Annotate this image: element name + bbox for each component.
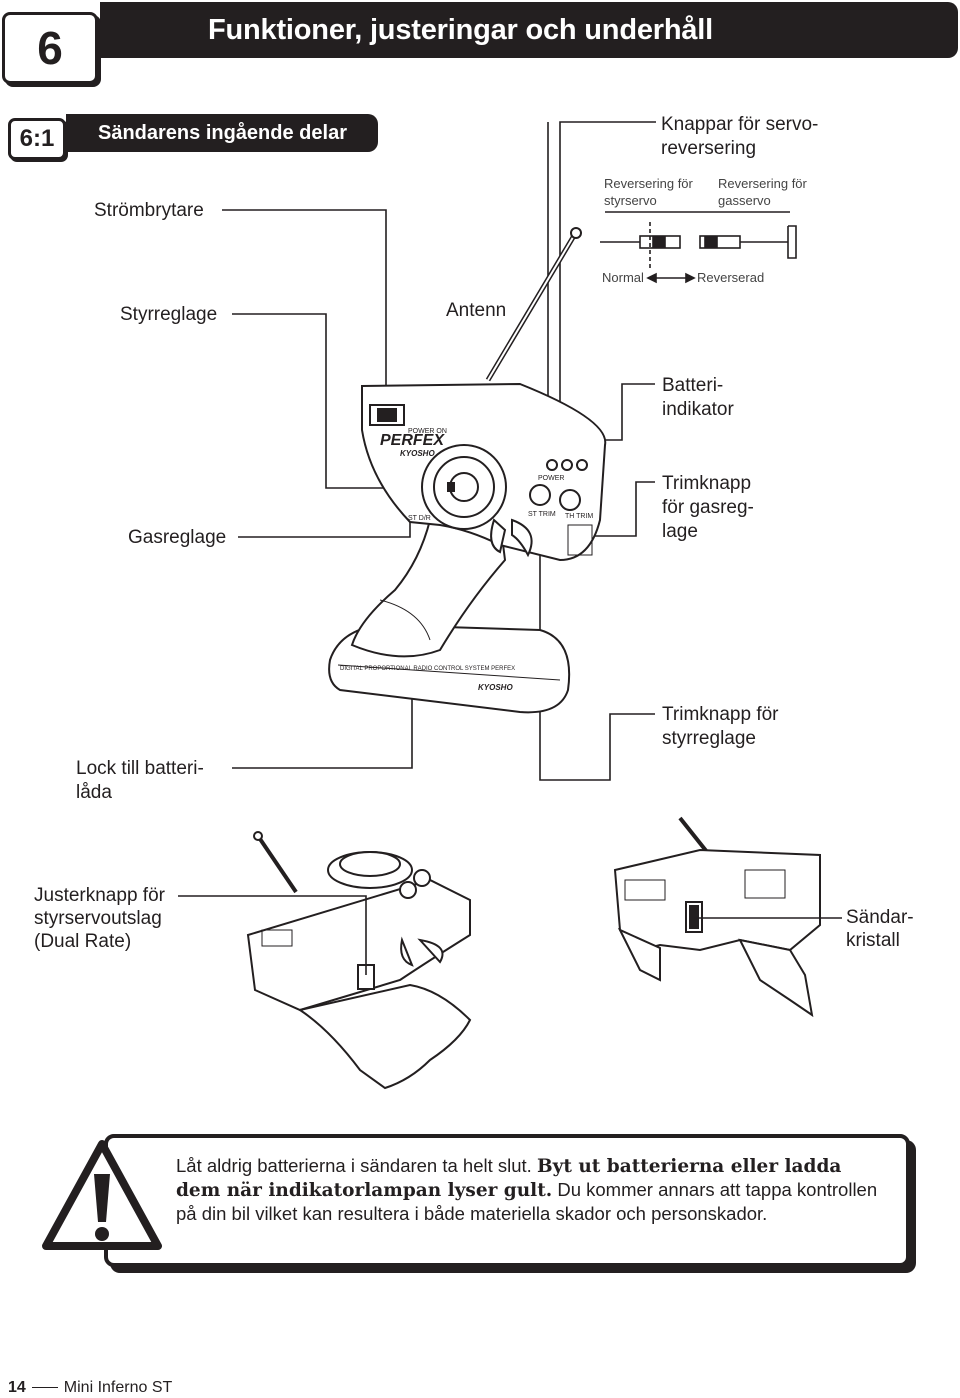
chapter-number: 6 [2,12,98,84]
device-base-text: DIGITAL PROPORTIONAL RADIO CONTROL SYSTE… [340,666,515,672]
label-servo-reverse-line1: Knappar för servo- [661,114,819,135]
label-dual-rate-line3: (Dual Rate) [34,931,132,952]
label-dual-rate-line1: Justerknapp för [34,885,165,906]
label-crystal-line2: kristall [846,930,900,951]
page-footer: 14 Mini Inferno ST [8,1378,172,1398]
warning-text-part2: Du kommer annars att tappa kontrollen på… [176,1179,878,1224]
warning-text-bold: Byt ut batterierna eller ladda dem när i… [176,1156,842,1201]
label-battery-lid-line2: låda [76,782,112,803]
label-throttle-trim-line3: lage [662,521,698,542]
label-steering-wheel: Styrreglage [120,304,218,325]
device-power-label: POWER [538,475,564,482]
warning-text-part1: Låt aldrig batterierna i sändaren ta hel… [176,1155,537,1176]
label-battery-indicator-line1: Batteri- [662,375,724,396]
label-reversed: Reverserad [697,270,765,285]
label-steering-trim-line2: styrreglage [662,728,756,749]
warning-triangle-icon [42,1140,162,1250]
warning-text: Låt aldrig batterierna i sändaren ta hel… [176,1154,892,1225]
label-reverse-throttle-line1: Reversering för [718,176,807,191]
device-th-trim-label: TH TRIM [565,513,593,520]
chapter-title: Funktioner, justeringar och underhåll [100,2,958,58]
device-brand-logo: PERFEX [380,432,445,449]
label-throttle-trigger: Gasreglage [128,527,227,548]
device-power-on-label: POWER ON [408,428,447,435]
device-base-maker-logo: KYOSHO [478,683,513,692]
label-battery-indicator-line2: indikator [662,399,734,420]
label-throttle-trim-line2: för gasreg- [662,497,754,518]
label-antenna: Antenn [446,300,507,321]
label-normal: Normal [602,270,644,285]
label-battery-lid-line1: Lock till batteri- [76,758,204,779]
label-reverse-steer-line1: Reversering för [604,176,693,191]
label-servo-reverse-line2: reversering [661,138,757,159]
label-crystal-line1: Sändar- [846,907,914,928]
footer-product: Mini Inferno ST [63,1379,173,1396]
section-title: Sändarens ingående delar [66,114,378,152]
label-power-switch: Strömbrytare [94,200,204,221]
device-maker-logo: KYOSHO [400,449,435,458]
device-st-dr-label: ST D/R [408,515,431,522]
label-dual-rate-line2: styrservoutslag [34,908,162,929]
warning-box [104,1134,910,1267]
label-reverse-throttle-line2: gasservo [718,193,771,208]
footer-rule [31,1387,58,1389]
section-number: 6:1 [8,118,66,160]
label-throttle-trim-line1: Trimknapp [662,473,752,494]
label-reverse-steer-line2: styrservo [604,193,657,208]
label-steering-trim-line1: Trimknapp för [662,704,779,725]
page-number: 14 [8,1379,26,1396]
device-st-trim-label: ST TRIM [528,511,556,518]
